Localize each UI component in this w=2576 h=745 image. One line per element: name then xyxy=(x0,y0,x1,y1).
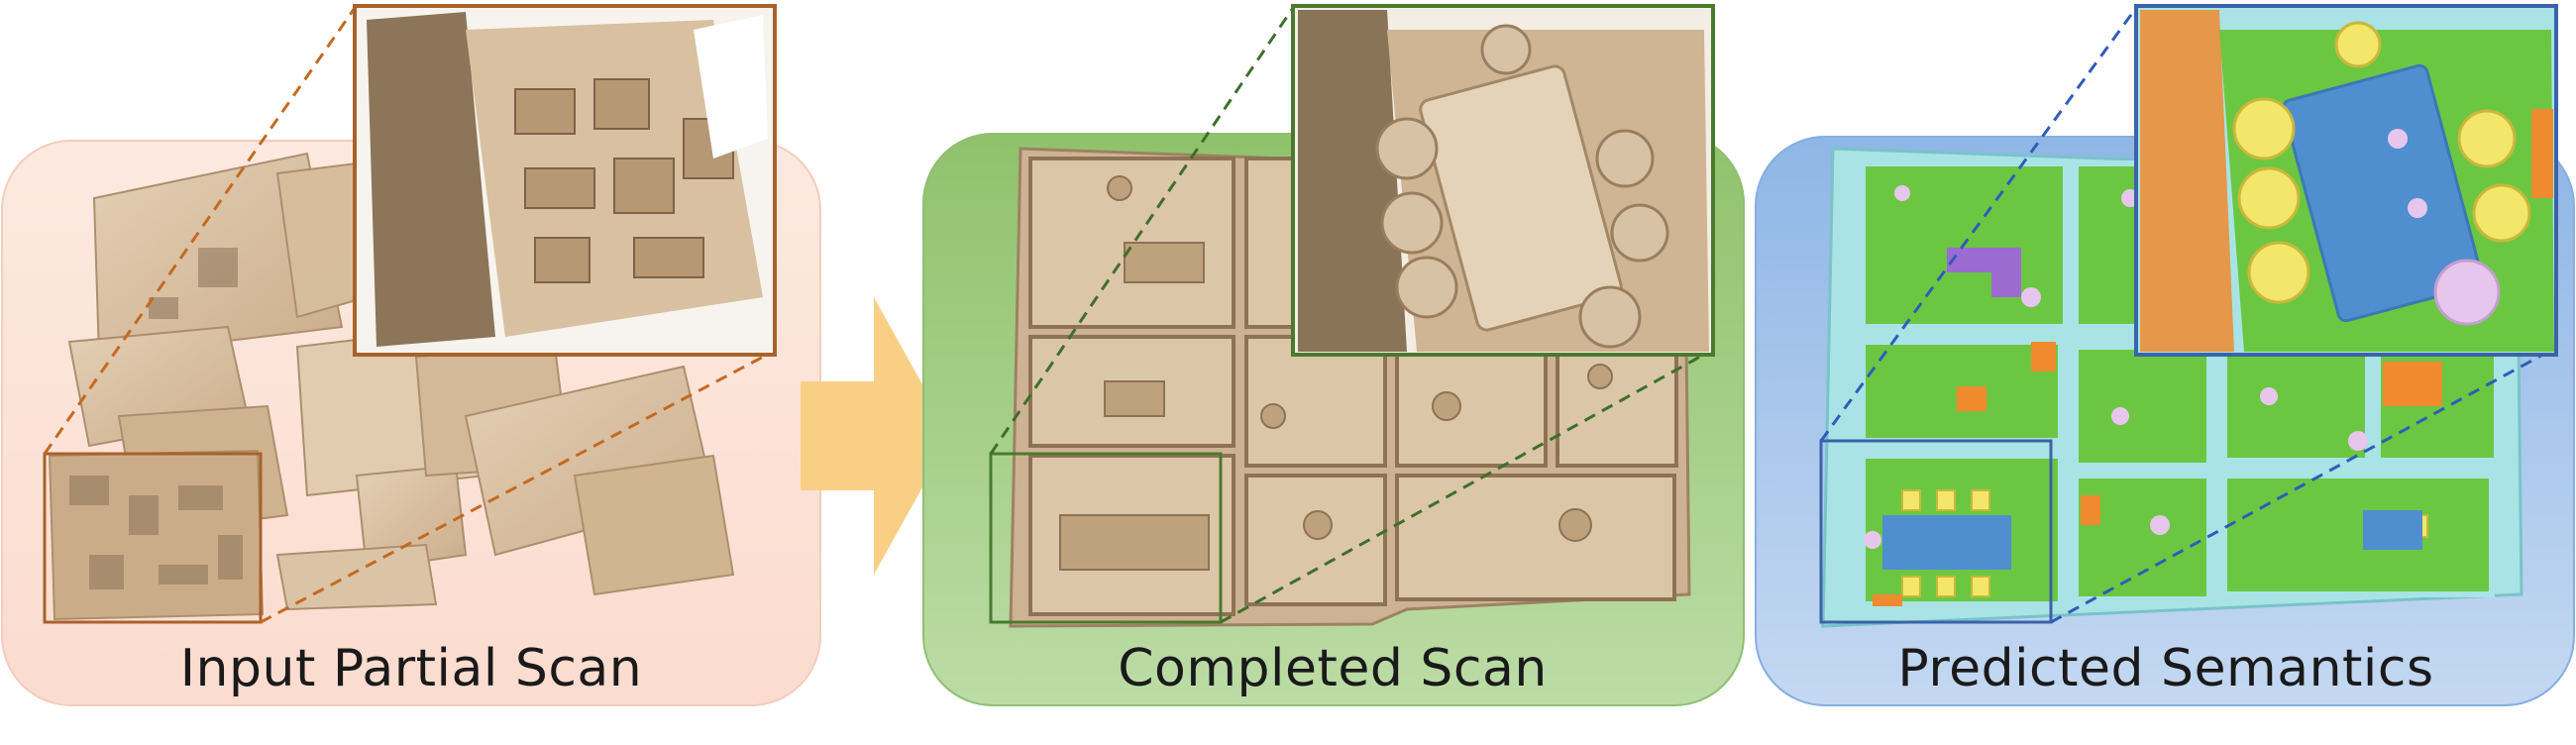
completed-zoom-inset xyxy=(1291,4,1715,357)
panel-input-partial-scan xyxy=(1,4,821,706)
panel-label-predicted-semantics: Predicted Semantics xyxy=(1897,639,2434,698)
panel-label-completed-scan: Completed Scan xyxy=(1118,639,1548,698)
panel-predicted-semantics xyxy=(1755,4,2575,706)
flow-arrow xyxy=(801,297,951,575)
completed-zoom-region xyxy=(989,452,1223,624)
input-zoom-inset xyxy=(353,4,777,357)
input-zoom-region xyxy=(43,452,263,624)
panel-completed-scan xyxy=(922,4,1745,706)
panel-label-input-partial-scan: Input Partial Scan xyxy=(179,639,643,698)
semantics-zoom-region xyxy=(1819,439,2053,624)
semantics-zoom-inset xyxy=(2134,4,2558,357)
partial-scan-clutter xyxy=(69,248,243,589)
